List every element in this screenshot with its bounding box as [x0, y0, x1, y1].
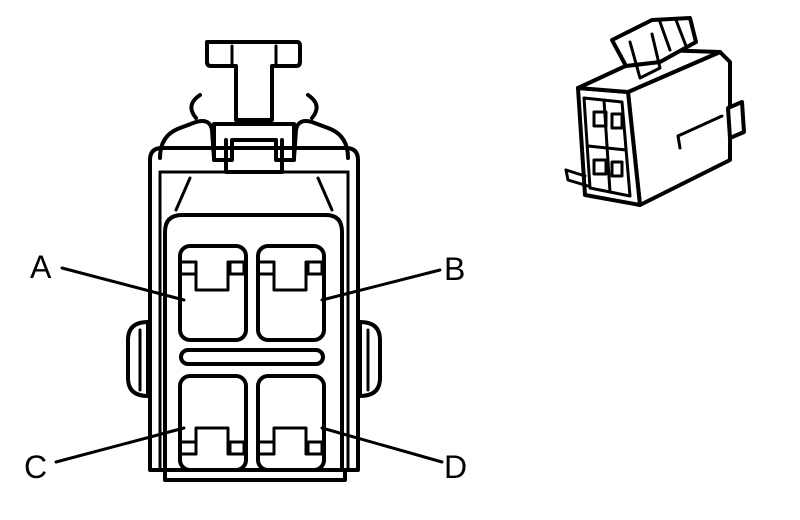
connector-isometric-view [564, 16, 746, 207]
pin-label-c: C [24, 449, 47, 485]
pin-label-b: B [444, 251, 465, 287]
cavity-a [178, 244, 248, 342]
leader-line-b [320, 268, 442, 302]
pin-label-d: D [444, 449, 467, 485]
leader-line-d [320, 426, 444, 464]
locking-tab [205, 40, 302, 122]
connector-face-view: A B C D [24, 40, 467, 485]
leader-line-a [60, 266, 186, 302]
cavity-b [256, 244, 326, 342]
cavity-d [256, 374, 326, 472]
cavity-c [178, 374, 248, 472]
leader-line-c [54, 426, 186, 464]
center-divider [179, 348, 325, 366]
pin-label-a: A [30, 249, 52, 285]
